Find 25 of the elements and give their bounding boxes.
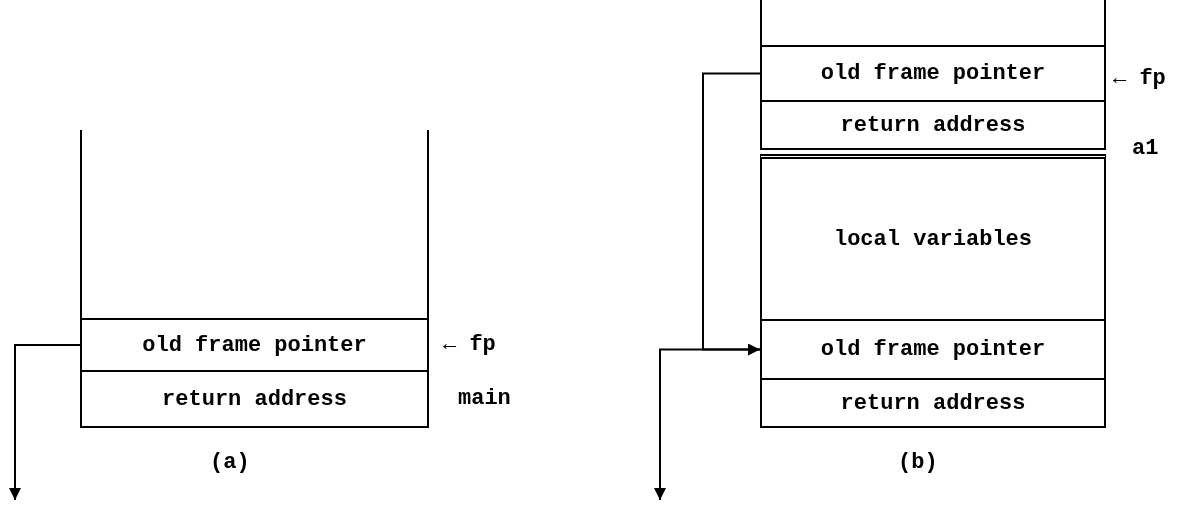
cell-text: old frame pointer bbox=[820, 61, 1046, 86]
empty-stack-area bbox=[80, 130, 429, 320]
cell-text: old frame pointer bbox=[142, 332, 367, 358]
pointer-arrow bbox=[702, 72, 761, 356]
panel-caption: (a) bbox=[210, 450, 250, 475]
stack-cell bbox=[760, 45, 1106, 102]
cell-text: return address bbox=[162, 386, 347, 412]
frame-pointer-label: ← fp bbox=[443, 332, 496, 357]
pointer-arrow bbox=[9, 344, 81, 501]
function-name: a1 bbox=[1132, 136, 1159, 161]
empty-stack-area bbox=[760, 0, 1106, 46]
stack-cell bbox=[760, 100, 1106, 150]
stack-cell bbox=[760, 378, 1106, 428]
panel-caption: (b) bbox=[898, 450, 938, 475]
stack-cell bbox=[760, 154, 1106, 321]
stack-cell bbox=[80, 370, 429, 428]
pointer-arrow bbox=[654, 348, 761, 501]
stack-cell bbox=[760, 319, 1106, 380]
cell-text: return address bbox=[840, 112, 1026, 138]
stack-cell bbox=[80, 318, 429, 372]
cell-text: local variables bbox=[833, 226, 1032, 252]
cell-text: old frame pointer bbox=[820, 337, 1046, 362]
function-name: main bbox=[458, 386, 511, 411]
frame-pointer-label: ← fp bbox=[1113, 66, 1166, 91]
cell-text: return address bbox=[840, 390, 1026, 416]
